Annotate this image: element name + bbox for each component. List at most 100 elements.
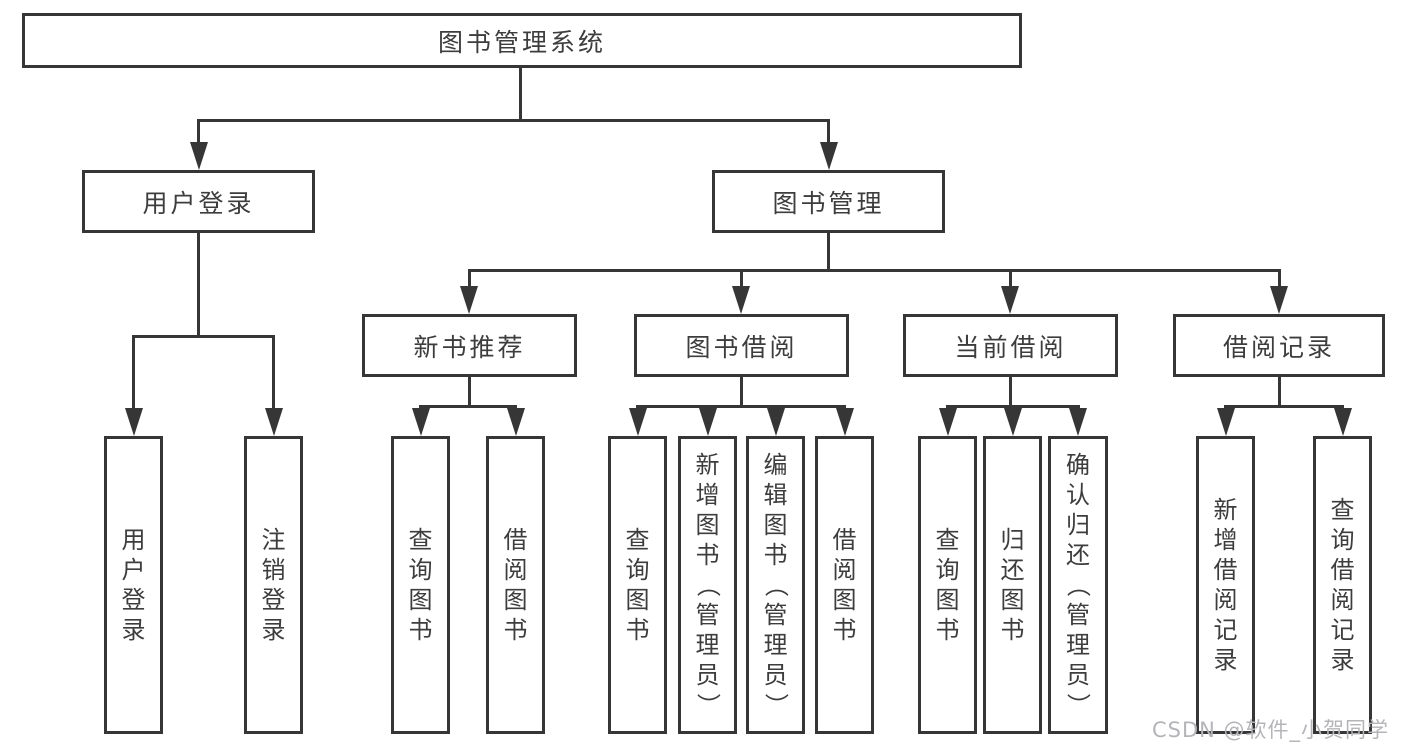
node-book-management-label: 图书管理 bbox=[772, 188, 885, 218]
vertical-char: 录 bbox=[1330, 646, 1355, 674]
node-root-label: 图书管理系统 bbox=[437, 27, 606, 57]
arrowhead-add-book-admin bbox=[699, 408, 717, 436]
vertical-char: 员 bbox=[695, 661, 720, 689]
node-query-books-3: 查询图书 bbox=[918, 436, 977, 734]
node-add-borrow-record-label: 新增借阅记录 bbox=[1214, 498, 1238, 672]
arrowhead-book-management bbox=[820, 142, 838, 170]
vertical-char: 询 bbox=[935, 556, 960, 584]
arrowhead-confirm-return-admin bbox=[1069, 408, 1087, 436]
vertical-char: （ bbox=[761, 573, 790, 597]
arrowhead-query-books-1 bbox=[412, 408, 430, 436]
connector-recommend-bus bbox=[419, 405, 517, 408]
vertical-char: 图 bbox=[763, 511, 788, 539]
node-book-management: 图书管理 bbox=[712, 170, 945, 233]
vertical-char: 录 bbox=[121, 616, 146, 644]
vertical-char: 图 bbox=[625, 586, 650, 614]
vertical-char: 询 bbox=[625, 556, 650, 584]
node-query-books-1: 查询图书 bbox=[391, 436, 450, 734]
connector-records-stem bbox=[1278, 375, 1281, 405]
vertical-char: 登 bbox=[121, 586, 146, 614]
vertical-char: 还 bbox=[1000, 556, 1025, 584]
vertical-char: 记 bbox=[1213, 616, 1238, 644]
arrowhead-user-login bbox=[190, 142, 208, 170]
vertical-char: 增 bbox=[695, 481, 720, 509]
vertical-char: 图 bbox=[503, 586, 528, 614]
vertical-char: 阅 bbox=[1213, 586, 1238, 614]
vertical-char: 图 bbox=[695, 511, 720, 539]
connector-userlogin-bus bbox=[132, 335, 275, 338]
vertical-char: 借 bbox=[1213, 556, 1238, 584]
connector-borrow-stem bbox=[740, 375, 743, 405]
node-borrow-books-2: 借阅图书 bbox=[815, 436, 874, 734]
node-query-books-2: 查询图书 bbox=[608, 436, 667, 734]
vertical-char: 理 bbox=[763, 631, 788, 659]
connector-root-drop-1 bbox=[197, 119, 200, 147]
csdn-watermark: CSDN @软件_小贺同学 bbox=[1152, 718, 1390, 742]
vertical-char: 借 bbox=[832, 526, 857, 554]
node-query-books-2-label: 查询图书 bbox=[626, 528, 650, 642]
vertical-char: 图 bbox=[408, 586, 433, 614]
connector-records-bus bbox=[1224, 405, 1344, 408]
vertical-char: 员 bbox=[1066, 661, 1090, 689]
vertical-char: 书 bbox=[408, 616, 433, 644]
arrowhead-user-login-leaf bbox=[125, 408, 143, 436]
vertical-char: 图 bbox=[832, 586, 857, 614]
node-borrow-books-2-label: 借阅图书 bbox=[833, 528, 857, 642]
vertical-char: 借 bbox=[1330, 556, 1355, 584]
node-add-borrow-record: 新增借阅记录 bbox=[1196, 436, 1255, 734]
connector-bookmgmt-stem bbox=[827, 231, 830, 269]
vertical-char: 员 bbox=[763, 661, 788, 689]
connector-userlogin-stem bbox=[197, 231, 200, 335]
vertical-char: 认 bbox=[1066, 481, 1090, 509]
vertical-char: 查 bbox=[625, 526, 650, 554]
node-confirm-return-admin: 确认归还（管理员） bbox=[1048, 436, 1108, 734]
vertical-char: 用 bbox=[121, 526, 146, 554]
vertical-char: 阅 bbox=[832, 556, 857, 584]
arrowhead-current-borrow bbox=[1001, 286, 1019, 314]
vertical-char: 辑 bbox=[763, 481, 788, 509]
node-root: 图书管理系统 bbox=[22, 13, 1022, 68]
vertical-char: 销 bbox=[261, 556, 286, 584]
connector-bookmgmt-bus bbox=[468, 269, 1281, 272]
arrowhead-edit-book-admin bbox=[767, 408, 785, 436]
vertical-char: 录 bbox=[1213, 646, 1238, 674]
node-return-books: 归还图书 bbox=[983, 436, 1042, 734]
node-logout: 注销登录 bbox=[244, 436, 303, 734]
vertical-char: 借 bbox=[503, 526, 528, 554]
arrowhead-query-books-3 bbox=[939, 408, 957, 436]
node-query-borrow-record: 查询借阅记录 bbox=[1313, 436, 1372, 734]
vertical-char: 确 bbox=[1066, 451, 1090, 479]
arrowhead-return-books bbox=[1004, 408, 1022, 436]
vertical-char: 归 bbox=[1066, 511, 1090, 539]
vertical-char: 增 bbox=[1213, 526, 1238, 554]
vertical-char: 管 bbox=[1066, 601, 1090, 629]
connector-bookmgmt-drop-3 bbox=[1009, 269, 1012, 289]
node-query-books-1-label: 查询图书 bbox=[409, 528, 433, 642]
vertical-char: 录 bbox=[261, 616, 286, 644]
vertical-char: 户 bbox=[121, 556, 146, 584]
vertical-char: ） bbox=[1064, 693, 1092, 717]
vertical-char: 新 bbox=[1213, 496, 1238, 524]
vertical-char: 书 bbox=[625, 616, 650, 644]
node-borrow-records-label: 借阅记录 bbox=[1222, 332, 1335, 362]
connector-userlogin-drop-1 bbox=[132, 335, 135, 409]
connector-userlogin-drop-2 bbox=[272, 335, 275, 409]
arrowhead-borrow-books-1 bbox=[507, 408, 525, 436]
vertical-char: 书 bbox=[832, 616, 857, 644]
node-book-borrow-label: 图书借阅 bbox=[685, 332, 798, 362]
node-borrow-records: 借阅记录 bbox=[1173, 314, 1385, 377]
vertical-char: 阅 bbox=[1330, 586, 1355, 614]
vertical-char: 书 bbox=[695, 541, 720, 569]
node-edit-book-admin: 编辑图书（管理员） bbox=[746, 436, 805, 734]
vertical-char: 阅 bbox=[503, 556, 528, 584]
node-new-book-recommend-label: 新书推荐 bbox=[413, 332, 526, 362]
connector-bookmgmt-drop-1 bbox=[468, 269, 471, 289]
vertical-char: 归 bbox=[1000, 526, 1025, 554]
connector-borrow-bus bbox=[636, 405, 846, 408]
vertical-char: 新 bbox=[695, 451, 720, 479]
node-new-book-recommend: 新书推荐 bbox=[362, 314, 577, 377]
vertical-char: 书 bbox=[763, 541, 788, 569]
node-add-book-admin-label: 新增图书（管理员） bbox=[694, 451, 722, 717]
node-add-book-admin: 新增图书（管理员） bbox=[678, 436, 737, 734]
node-confirm-return-admin-label: 确认归还（管理员） bbox=[1064, 451, 1092, 717]
